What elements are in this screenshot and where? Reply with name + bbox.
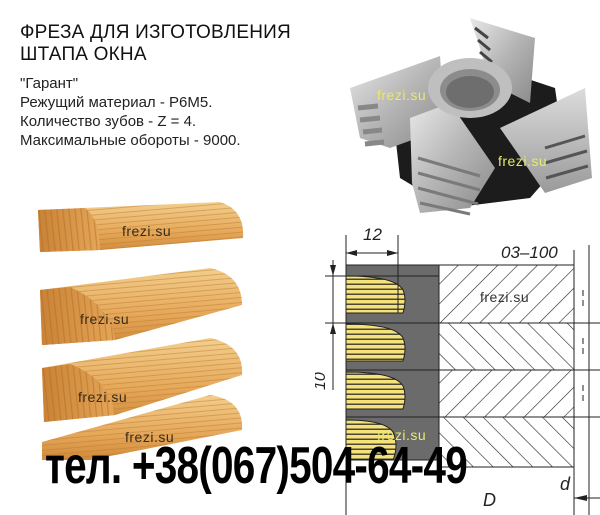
- molding-piece: frezi.su: [40, 268, 242, 345]
- label-D: D: [483, 490, 496, 510]
- watermark-text: frezi.su: [480, 289, 529, 305]
- product-title: ФРЕЗА ДЛЯ ИЗГОТОВЛЕНИЯ ШТАПА ОКНА: [20, 22, 291, 66]
- title-line-2: ШТАПА ОКНА: [20, 44, 147, 65]
- technical-drawing: 12 10 03–100 D d frezi.su frezi.su: [315, 225, 600, 515]
- wood-molding-samples: frezi.su frezi.su frezi.su frezi.su: [38, 202, 244, 460]
- watermark-text: frezi.su: [122, 223, 171, 239]
- molding-piece: frezi.su: [42, 338, 243, 422]
- contact-phone: тел. +38(067)504-64-49: [45, 437, 468, 495]
- spec-teeth: Количество зубов - Z = 4.: [20, 113, 197, 130]
- molding-piece: frezi.su: [38, 202, 244, 252]
- watermark-text: frezi.su: [80, 311, 129, 327]
- watermark-text: frezi.su: [377, 427, 426, 443]
- dim-width-label: 12: [363, 225, 382, 244]
- spec-max-rpm: Максимальные обороты - 9000.: [20, 132, 241, 149]
- title-line-1: ФРЕЗА ДЛЯ ИЗГОТОВЛЕНИЯ: [20, 22, 291, 43]
- watermark-text: frezi.su: [377, 87, 426, 103]
- spec-brand: "Гарант": [20, 75, 79, 92]
- watermark-text: frezi.su: [498, 153, 547, 169]
- watermark-text: frezi.su: [78, 389, 127, 405]
- label-d: d: [560, 474, 571, 494]
- dim-pitch-label: 10: [315, 372, 329, 390]
- dim-diameter-label: 03–100: [501, 243, 558, 262]
- spec-list: "Гарант" Режущий материал - Р6М5. Количе…: [20, 74, 241, 150]
- spec-material: Режущий материал - Р6М5.: [20, 94, 213, 111]
- molding-piece: frezi.su: [42, 395, 243, 460]
- wood-section: [345, 275, 406, 461]
- watermark-text: frezi.su: [125, 429, 174, 445]
- cutter-photo: frezi.su frezi.su: [350, 18, 592, 216]
